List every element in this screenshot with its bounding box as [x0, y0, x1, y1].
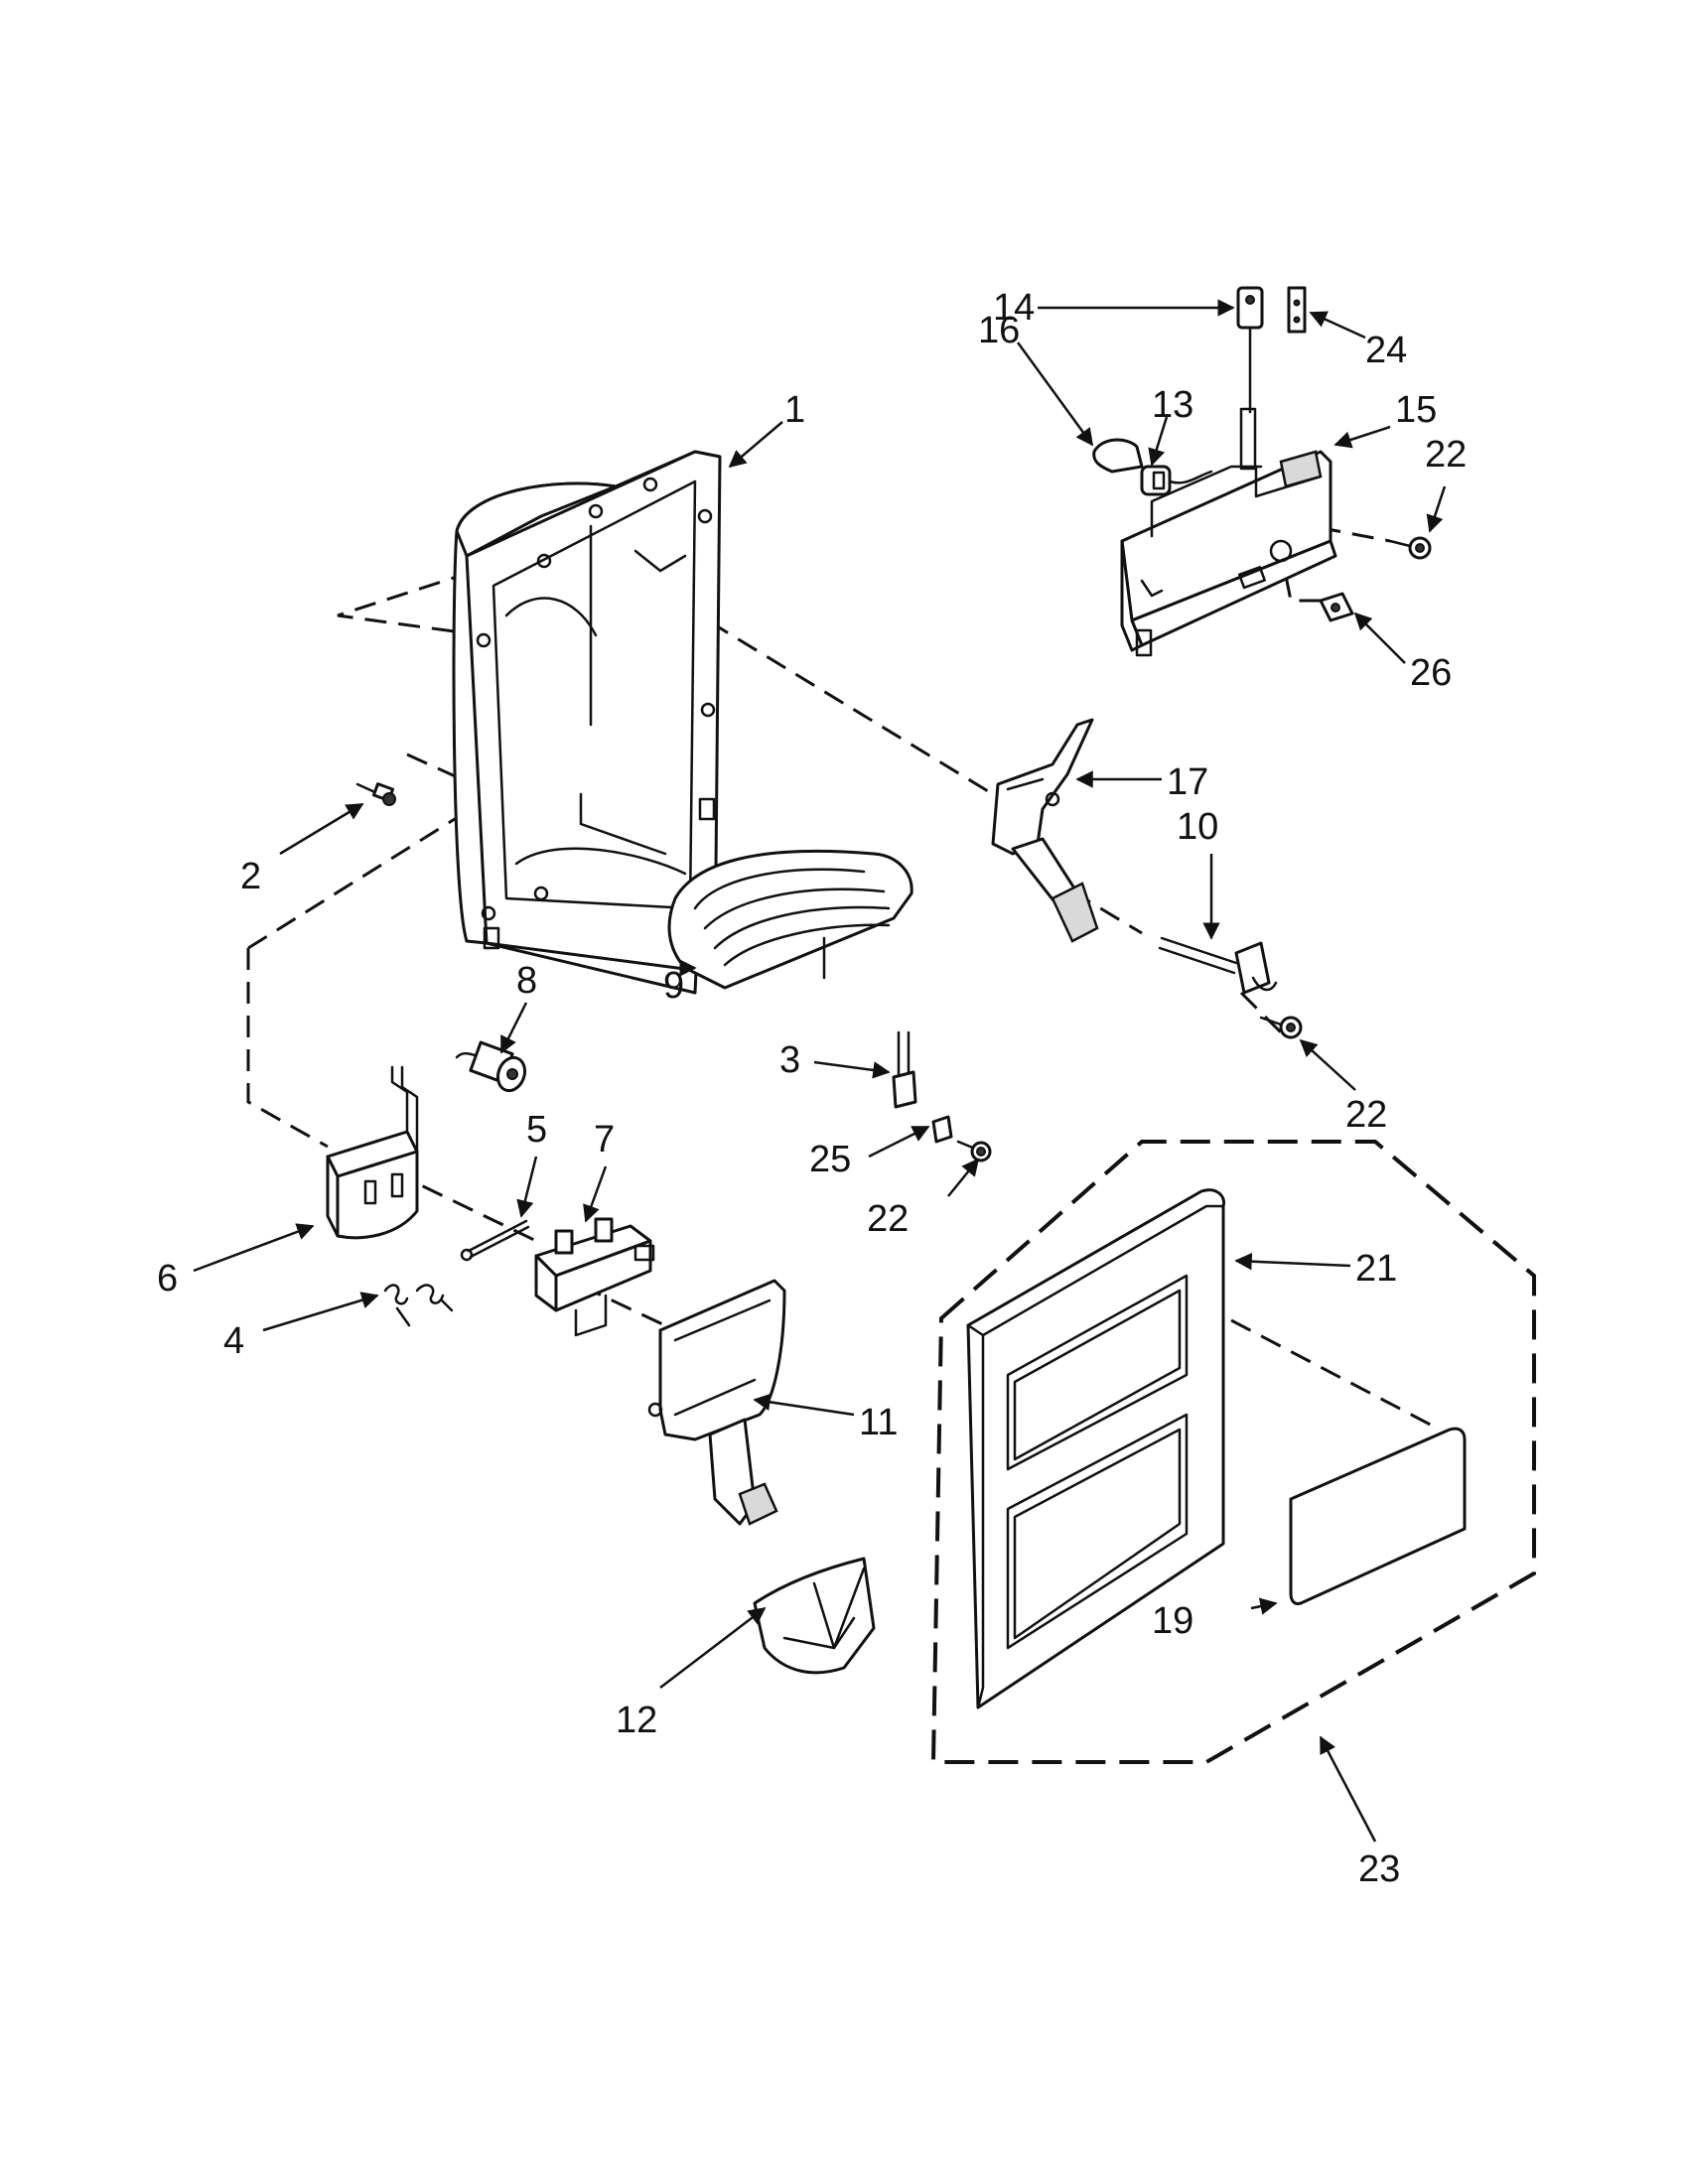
- callout-16: 16: [978, 310, 1020, 351]
- part-24-insulator: [1287, 286, 1307, 334]
- callout-labels: 1 2 3 4 5 6 7 8 9 10 11 12 13 14 15 16 1…: [157, 287, 1467, 1890]
- callout-22-top: 22: [1425, 434, 1467, 476]
- callout-1: 1: [784, 389, 805, 431]
- callout-8: 8: [516, 960, 537, 1002]
- callout-14: 14: [993, 287, 1035, 329]
- callout-13: 13: [1152, 384, 1193, 426]
- part-21-panel: [966, 1188, 1226, 1709]
- callout-26: 26: [1410, 652, 1452, 694]
- part-5-pin: [460, 1219, 530, 1262]
- callout-15: 15: [1395, 389, 1437, 431]
- callout-6: 6: [157, 1258, 178, 1299]
- part-4-spring: [383, 1284, 454, 1327]
- part-13-socket: [1140, 465, 1213, 496]
- callout-5: 5: [526, 1109, 547, 1151]
- part-22-screw-center: [956, 1140, 992, 1162]
- part-3-clip: [892, 1030, 917, 1109]
- part-10-rod: [1158, 936, 1278, 995]
- leader-arrows: [193, 299, 1447, 1843]
- part-8-solenoid: [455, 1040, 527, 1093]
- part-22-screw-right: [1259, 1016, 1303, 1039]
- callout-2: 2: [240, 856, 261, 897]
- part-26-clip: [1319, 592, 1354, 622]
- callout-4: 4: [223, 1320, 244, 1362]
- part-14-switch: [1236, 286, 1264, 414]
- part-15-bracket: [1120, 407, 1337, 657]
- callout-22-right: 22: [1345, 1094, 1387, 1136]
- callout-17: 17: [1167, 761, 1208, 803]
- part-7-bracket: [534, 1217, 655, 1337]
- part-1-housing: [452, 450, 722, 995]
- part-25-plate: [931, 1115, 953, 1144]
- part-16-bulb: [1092, 438, 1144, 474]
- callout-3: 3: [779, 1039, 800, 1081]
- part-17-arm: [991, 718, 1099, 943]
- callout-21: 21: [1355, 1248, 1397, 1290]
- part-6-box: [326, 1065, 419, 1240]
- callout-23: 23: [1358, 1848, 1400, 1890]
- callout-10: 10: [1177, 806, 1218, 848]
- callout-9: 9: [663, 965, 684, 1007]
- callout-24: 24: [1365, 330, 1407, 371]
- part-12-cup: [753, 1557, 876, 1675]
- part-9-grille: [667, 849, 913, 990]
- assembly-outline: [930, 1140, 1536, 1764]
- part-2-screw: [355, 782, 396, 806]
- part-22-screw-top: [1388, 536, 1432, 560]
- callout-22-center: 22: [867, 1198, 909, 1240]
- callout-7: 7: [594, 1119, 615, 1160]
- callout-11: 11: [859, 1402, 898, 1443]
- part-19-label: [1289, 1427, 1467, 1605]
- callout-19: 19: [1152, 1600, 1193, 1642]
- callout-25: 25: [809, 1139, 851, 1180]
- callout-12: 12: [616, 1700, 657, 1741]
